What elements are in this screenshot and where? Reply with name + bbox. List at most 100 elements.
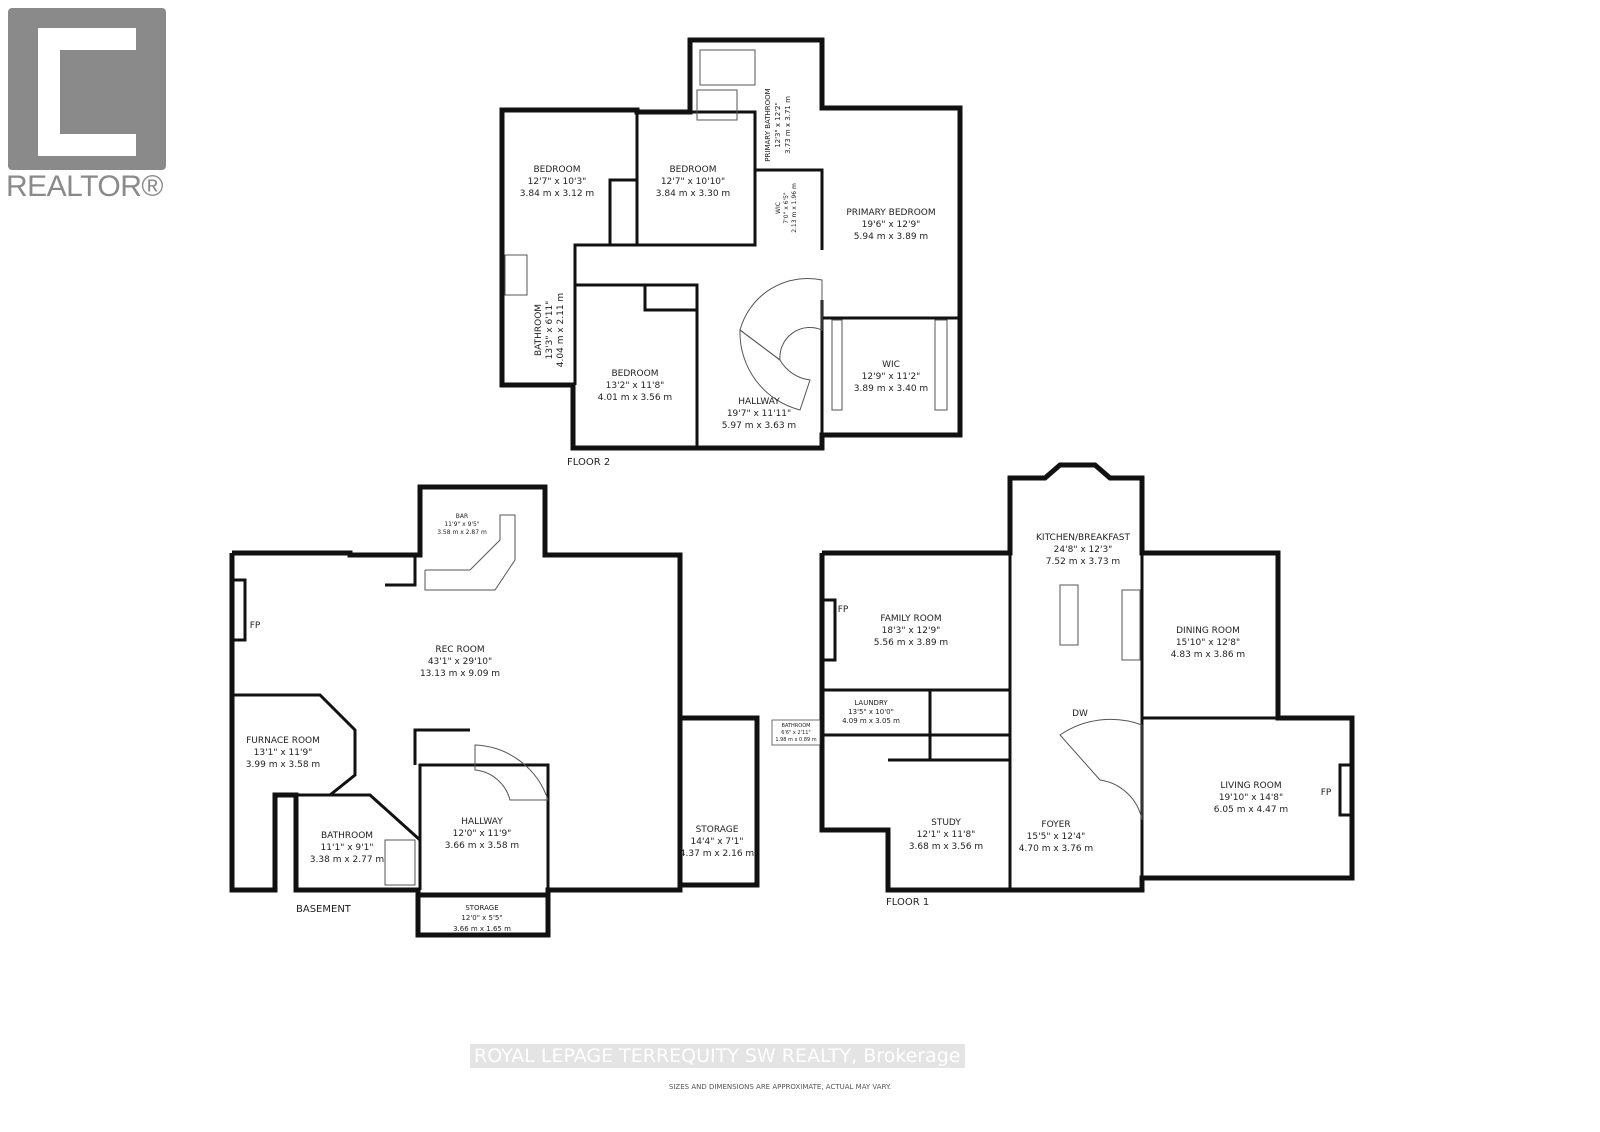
svg-text:11'1" x 9'1": 11'1" x 9'1" <box>321 843 374 853</box>
floor1-labels: FLOOR 1 FP FP DW KITCHEN/BREAKFAST 24'8"… <box>771 533 1332 908</box>
svg-text:24'8" x 12'3": 24'8" x 12'3" <box>1054 545 1113 555</box>
svg-text:7'0" x 6'5": 7'0" x 6'5" <box>783 192 790 224</box>
svg-text:11'9" x 9'5": 11'9" x 9'5" <box>444 521 480 528</box>
svg-text:12'9" x 11'2": 12'9" x 11'2" <box>862 372 921 382</box>
svg-text:12'7" x 10'10": 12'7" x 10'10" <box>661 177 725 187</box>
basement-walls <box>229 484 760 938</box>
room-storage-2: STORAGE 12'0" x 5'5" 3.66 m x 1.65 m <box>453 904 511 933</box>
floor2-label: FLOOR 2 <box>567 457 610 468</box>
room-family-room: FAMILY ROOM 18'3" x 12'9" 5.56 m x 3.89 … <box>874 614 948 648</box>
floor1-walls <box>819 462 1355 893</box>
room-furnace-room: FURNACE ROOM 13'1" x 11'9" 3.99 m x 3.58… <box>246 736 320 770</box>
svg-text:5.97 m x 3.63 m: 5.97 m x 3.63 m <box>722 421 796 431</box>
svg-text:19'10" x 14'8": 19'10" x 14'8" <box>1219 793 1283 803</box>
svg-text:4.37 m x 2.16 m: 4.37 m x 2.16 m <box>680 849 754 859</box>
room-bathroom-f2: BATHROOM 13'3" x 6'11" 4.04 m x 2.11 m <box>534 293 566 367</box>
svg-text:12'1" x 11'8": 12'1" x 11'8" <box>917 830 976 840</box>
svg-text:LIVING ROOM: LIVING ROOM <box>1220 781 1281 791</box>
floor2-walls <box>499 37 963 451</box>
svg-text:3.38 m x 2.77 m: 3.38 m x 2.77 m <box>310 855 384 865</box>
svg-text:KITCHEN/BREAKFAST: KITCHEN/BREAKFAST <box>1036 533 1130 543</box>
svg-text:3.66 m x 1.65 m: 3.66 m x 1.65 m <box>453 925 511 933</box>
svg-text:WIC: WIC <box>882 360 900 370</box>
svg-text:3.89 m x 3.40 m: 3.89 m x 3.40 m <box>854 384 928 394</box>
svg-text:12'3" x 12'2": 12'3" x 12'2" <box>774 102 782 148</box>
svg-text:13.13 m x 9.09 m: 13.13 m x 9.09 m <box>420 669 500 679</box>
room-wic-primary: WIC 12'9" x 11'2" 3.89 m x 3.40 m <box>854 360 928 394</box>
room-storage-1: STORAGE 14'4" x 7'1" 4.37 m x 2.16 m <box>680 825 754 859</box>
svg-text:19'6" x 12'9": 19'6" x 12'9" <box>862 220 921 230</box>
svg-text:3.99 m x 3.58 m: 3.99 m x 3.58 m <box>246 760 320 770</box>
room-study: STUDY 12'1" x 11'8" 3.68 m x 3.56 m <box>909 818 983 852</box>
room-laundry: LAUNDRY 13'5" x 10'0" 4.09 m x 3.05 m <box>842 699 900 725</box>
svg-text:PRIMARY BEDROOM: PRIMARY BEDROOM <box>846 208 935 218</box>
svg-text:2.13 m x 1.96 m: 2.13 m x 1.96 m <box>791 183 798 233</box>
basement-labels: BASEMENT FP BAR 11'9" x 9'5" 3.58 m x 2.… <box>246 513 754 933</box>
svg-text:PRIMARY BATHROOM: PRIMARY BATHROOM <box>764 88 772 161</box>
room-primary-bedroom: PRIMARY BEDROOM 19'6" x 12'9" 5.94 m x 3… <box>846 208 935 242</box>
svg-text:3.68 m x 3.56 m: 3.68 m x 3.56 m <box>909 842 983 852</box>
svg-text:3.73 m x 3.71 m: 3.73 m x 3.71 m <box>784 96 792 154</box>
svg-text:13'3" x 6'11": 13'3" x 6'11" <box>545 301 555 360</box>
room-bathroom-basement: BATHROOM 11'1" x 9'1" 3.38 m x 2.77 m <box>310 831 384 865</box>
fireplace-label: FP <box>250 621 261 631</box>
svg-text:4.01 m x 3.56 m: 4.01 m x 3.56 m <box>598 393 672 403</box>
svg-text:4.83 m x 3.86 m: 4.83 m x 3.86 m <box>1171 650 1245 660</box>
svg-text:5.94 m x 3.89 m: 5.94 m x 3.89 m <box>854 232 928 242</box>
svg-text:6'6" x 2'11": 6'6" x 2'11" <box>781 730 810 736</box>
realtor-logo <box>8 8 166 170</box>
room-kitchen-breakfast: KITCHEN/BREAKFAST 24'8" x 12'3" 7.52 m x… <box>1036 533 1130 567</box>
room-hallway-basement: HALLWAY 12'0" x 11'9" 3.66 m x 3.58 m <box>445 817 519 851</box>
svg-text:HALLWAY: HALLWAY <box>738 397 780 407</box>
room-foyer: FOYER 15'5" x 12'4" 4.70 m x 3.76 m <box>1019 820 1093 854</box>
svg-text:FAMILY ROOM: FAMILY ROOM <box>880 614 941 624</box>
svg-text:43'1" x 29'10": 43'1" x 29'10" <box>428 657 492 667</box>
svg-text:18'3" x 12'9": 18'3" x 12'9" <box>882 626 941 636</box>
svg-text:LAUNDRY: LAUNDRY <box>854 699 888 707</box>
svg-text:BEDROOM: BEDROOM <box>612 369 659 379</box>
svg-text:REC ROOM: REC ROOM <box>435 645 484 655</box>
svg-text:WIC: WIC <box>775 202 782 214</box>
room-hallway-f2: HALLWAY 19'7" x 11'11" 5.97 m x 3.63 m <box>722 397 796 431</box>
room-wic-small: WIC 7'0" x 6'5" 2.13 m x 1.96 m <box>775 183 798 233</box>
brokerage-watermark: ROYAL LEPAGE TERREQUITY SW REALTY, Broke… <box>470 1044 965 1068</box>
room-rec-room: REC ROOM 43'1" x 29'10" 13.13 m x 9.09 m <box>420 645 500 679</box>
svg-text:12'0" x 11'9": 12'0" x 11'9" <box>453 829 512 839</box>
room-bar: BAR 11'9" x 9'5" 3.58 m x 2.87 m <box>437 513 487 536</box>
svg-text:BAR: BAR <box>456 513 468 520</box>
svg-text:3.58 m x 2.87 m: 3.58 m x 2.87 m <box>437 529 487 536</box>
room-primary-bathroom: PRIMARY BATHROOM 12'3" x 12'2" 3.73 m x … <box>764 88 792 161</box>
svg-text:12'7" x 10'3": 12'7" x 10'3" <box>528 177 587 187</box>
disclaimer: SIZES AND DIMENSIONS ARE APPROXIMATE, AC… <box>668 1083 892 1091</box>
svg-text:5.56 m x 3.89 m: 5.56 m x 3.89 m <box>874 638 948 648</box>
svg-text:STORAGE: STORAGE <box>465 904 498 912</box>
realtor-logo-text: REALTOR® <box>6 170 164 203</box>
floor1-label: FLOOR 1 <box>886 897 929 908</box>
room-bedroom-3: BEDROOM 13'2" x 11'8" 4.01 m x 3.56 m <box>598 369 672 403</box>
svg-text:STUDY: STUDY <box>931 818 961 828</box>
svg-text:12'0" x 5'5": 12'0" x 5'5" <box>461 914 502 922</box>
svg-text:1.98 m x 0.89 m: 1.98 m x 0.89 m <box>775 737 816 743</box>
svg-text:BEDROOM: BEDROOM <box>670 165 717 175</box>
room-bedroom-2: BEDROOM 12'7" x 10'10" 3.84 m x 3.30 m <box>656 165 730 199</box>
svg-text:14'4" x 7'1": 14'4" x 7'1" <box>691 837 744 847</box>
room-bedroom-1: BEDROOM 12'7" x 10'3" 3.84 m x 3.12 m <box>520 165 594 199</box>
svg-text:4.09 m x 3.05 m: 4.09 m x 3.05 m <box>842 717 900 725</box>
room-living-room: LIVING ROOM 19'10" x 14'8" 6.05 m x 4.47… <box>1214 781 1288 815</box>
fireplace-living-label: FP <box>1321 788 1332 798</box>
svg-text:7.52 m x 3.73 m: 7.52 m x 3.73 m <box>1046 557 1120 567</box>
realtor-r-mark <box>38 28 136 156</box>
floor2-labels: FLOOR 2 BEDROOM 12'7" x 10'3" 3.84 m x 3… <box>520 88 936 468</box>
svg-text:3.66 m x 3.58 m: 3.66 m x 3.58 m <box>445 841 519 851</box>
room-dining-room: DINING ROOM 15'10" x 12'8" 4.83 m x 3.86… <box>1171 626 1245 660</box>
svg-text:13'2" x 11'8": 13'2" x 11'8" <box>606 381 665 391</box>
svg-text:6.05 m x 4.47 m: 6.05 m x 4.47 m <box>1214 805 1288 815</box>
svg-text:4.70 m x 3.76 m: 4.70 m x 3.76 m <box>1019 844 1093 854</box>
svg-text:BEDROOM: BEDROOM <box>534 165 581 175</box>
svg-text:4.04 m x 2.11 m: 4.04 m x 2.11 m <box>556 293 566 367</box>
svg-text:STORAGE: STORAGE <box>696 825 739 835</box>
svg-text:BATHROOM: BATHROOM <box>534 304 544 356</box>
svg-text:13'1" x 11'9": 13'1" x 11'9" <box>254 748 313 758</box>
svg-text:FURNACE ROOM: FURNACE ROOM <box>246 736 320 746</box>
